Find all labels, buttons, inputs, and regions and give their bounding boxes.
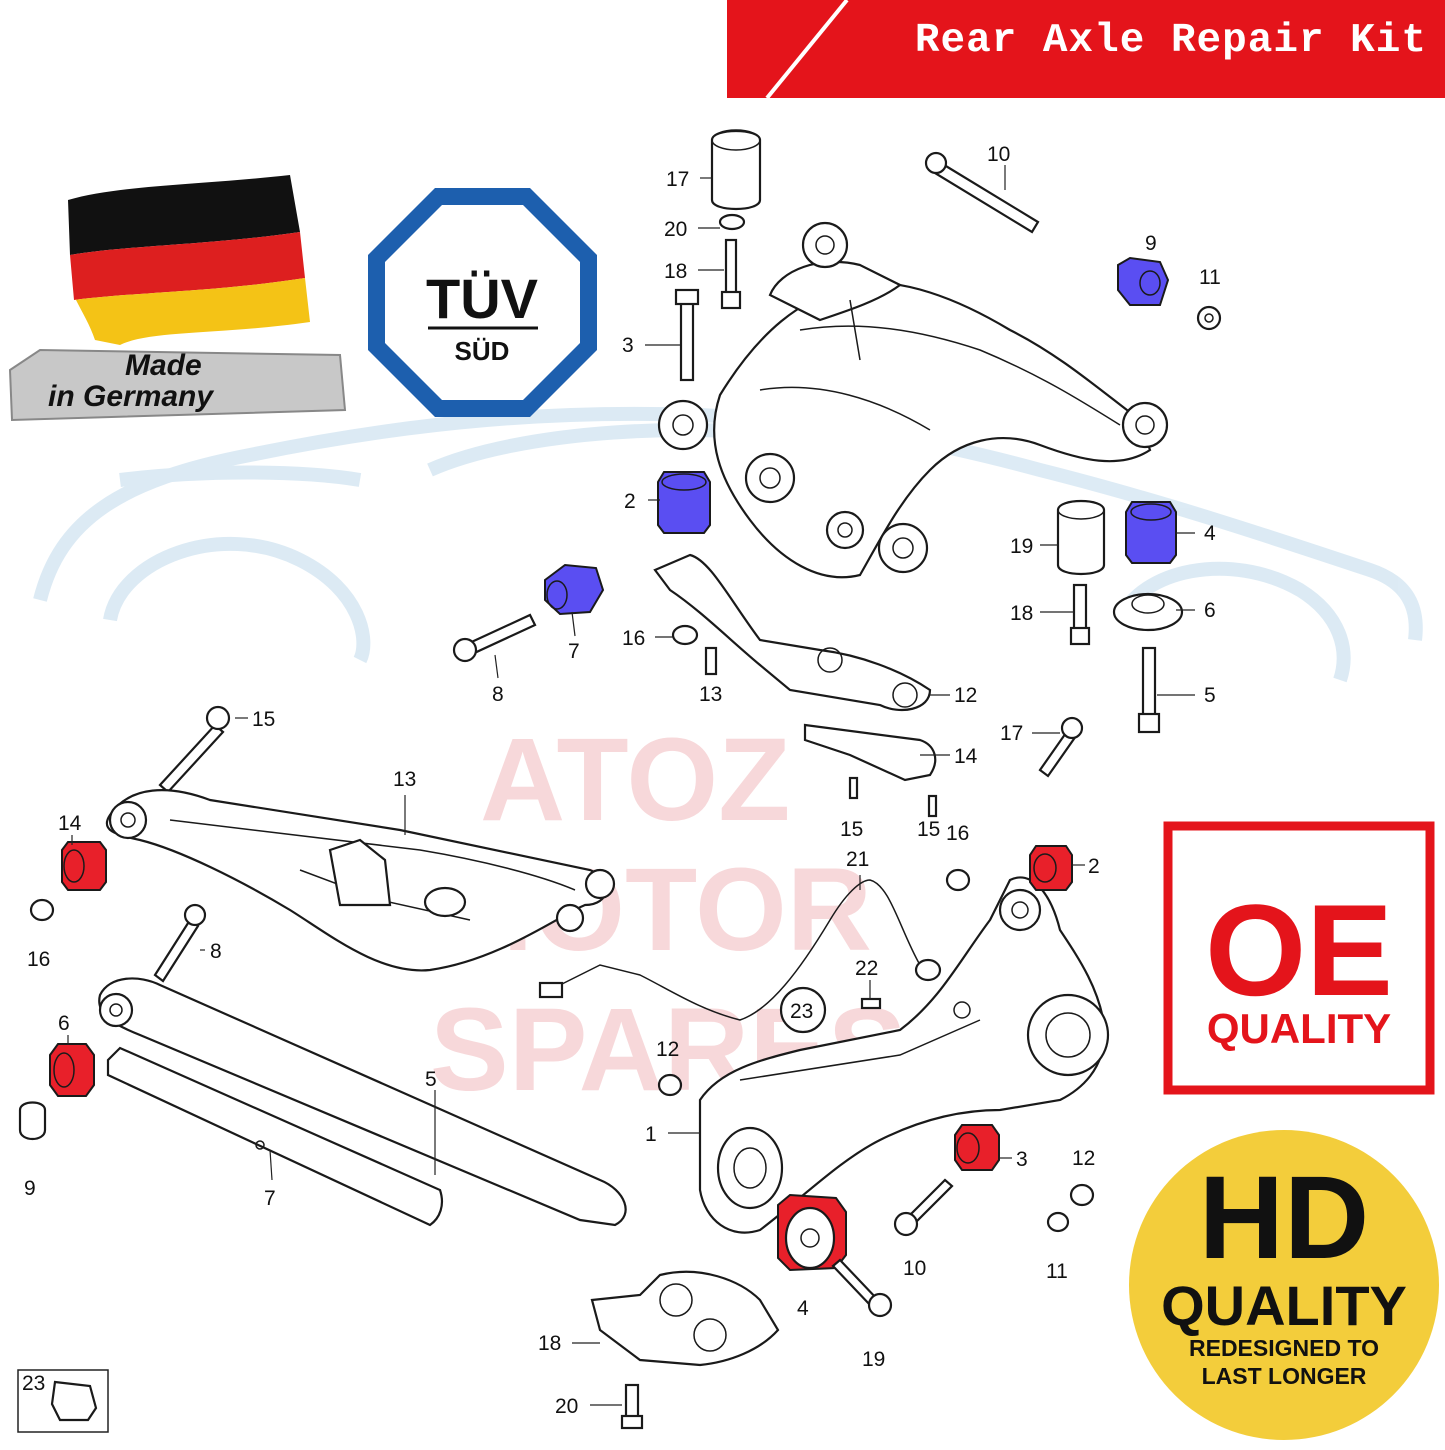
made-in-germany-badge: Made in Germany <box>8 175 347 422</box>
callout-18: 18 <box>664 260 687 283</box>
callout-19: 19 <box>862 1348 885 1371</box>
hd-label: HD <box>1199 1152 1369 1284</box>
blue-bushing-2 <box>657 471 711 534</box>
title-banner: Rear Axle Repair Kit <box>727 0 1445 98</box>
tuv-sud-badge: TÜV SÜD <box>368 188 597 417</box>
leader-lines <box>67 165 1195 1406</box>
red-bushing-2 <box>1029 845 1073 891</box>
callout-12: 12 <box>656 1038 679 1061</box>
red-bushing-6 <box>49 1043 95 1097</box>
callout-14: 14 <box>954 745 978 768</box>
blue-bushing-7 <box>544 563 605 616</box>
callout-11: 11 <box>1199 266 1221 289</box>
callout-12: 12 <box>1072 1147 1095 1170</box>
part-number-callouts: 17 20 18 3 10 9 11 2 4 19 6 18 5 7 8 16 … <box>22 143 1221 1418</box>
callout-15: 15 <box>252 708 275 731</box>
made-label: Made <box>125 349 202 382</box>
tuv-label: TÜV <box>426 267 538 330</box>
callout-13: 13 <box>393 768 416 791</box>
callout-5: 5 <box>1204 684 1216 707</box>
callout-16: 16 <box>946 822 969 845</box>
oe-quality-badge: OE QUALITY <box>1163 821 1435 1095</box>
redesigned-label: REDESIGNED TO <box>1189 1335 1379 1361</box>
sud-label: SÜD <box>455 336 510 366</box>
callout-6: 6 <box>1204 599 1216 622</box>
lower-parts <box>17 705 1110 1433</box>
last-longer-label: LAST LONGER <box>1202 1363 1367 1389</box>
callout-8: 8 <box>492 683 504 706</box>
callout-13: 13 <box>699 683 722 706</box>
hd-quality-label: QUALITY <box>1161 1274 1407 1337</box>
callout-10: 10 <box>903 1257 926 1280</box>
callout-22: 22 <box>855 957 878 980</box>
red-bushing-3 <box>954 1124 1000 1171</box>
callout-20: 20 <box>555 1395 578 1418</box>
callout-15: 15 <box>840 818 863 841</box>
callout-2: 2 <box>624 490 636 513</box>
callout-2: 2 <box>1088 855 1100 878</box>
banner-title: Rear Axle Repair Kit <box>914 18 1427 64</box>
blue-bushing-4 <box>1125 501 1177 564</box>
watermark-line1: ATOZ <box>480 714 790 846</box>
rear-subframe <box>657 221 1169 579</box>
callout-23: 23 <box>22 1372 45 1395</box>
callout-10: 10 <box>987 143 1010 166</box>
callout-3: 3 <box>1016 1148 1028 1171</box>
callout-19: 19 <box>1010 535 1033 558</box>
callout-17: 17 <box>666 168 689 191</box>
callout-17: 17 <box>1000 722 1023 745</box>
banner-stripe <box>765 0 849 98</box>
callout-9: 9 <box>1145 232 1157 255</box>
in-germany-label: in Germany <box>48 380 214 413</box>
callout-7: 7 <box>264 1187 276 1210</box>
callout-7: 7 <box>568 640 580 663</box>
callout-16: 16 <box>27 948 50 971</box>
callout-14: 14 <box>58 812 82 835</box>
callout-1: 1 <box>645 1123 657 1146</box>
callout-9: 9 <box>24 1177 36 1200</box>
upper-small-parts <box>452 129 1222 818</box>
callout-6: 6 <box>58 1012 70 1035</box>
callout-15: 15 <box>917 818 940 841</box>
callout-3: 3 <box>622 334 634 357</box>
callout-18: 18 <box>538 1332 561 1355</box>
callout-16: 16 <box>622 627 645 650</box>
callout-20: 20 <box>664 218 687 241</box>
callout-12: 12 <box>954 684 977 707</box>
callout-4: 4 <box>797 1297 809 1320</box>
oe-label: OE <box>1205 877 1393 1023</box>
callout-5: 5 <box>425 1068 437 1091</box>
oe-quality-label: QUALITY <box>1207 1005 1391 1052</box>
callout-4: 4 <box>1204 522 1216 545</box>
callout-11: 11 <box>1046 1260 1068 1283</box>
hd-quality-badge: HD QUALITY REDESIGNED TO LAST LONGER <box>1129 1130 1439 1440</box>
callout-18: 18 <box>1010 602 1033 625</box>
callout-21: 21 <box>846 848 869 871</box>
callout-23: 23 <box>790 1000 813 1023</box>
callout-8: 8 <box>210 940 222 963</box>
